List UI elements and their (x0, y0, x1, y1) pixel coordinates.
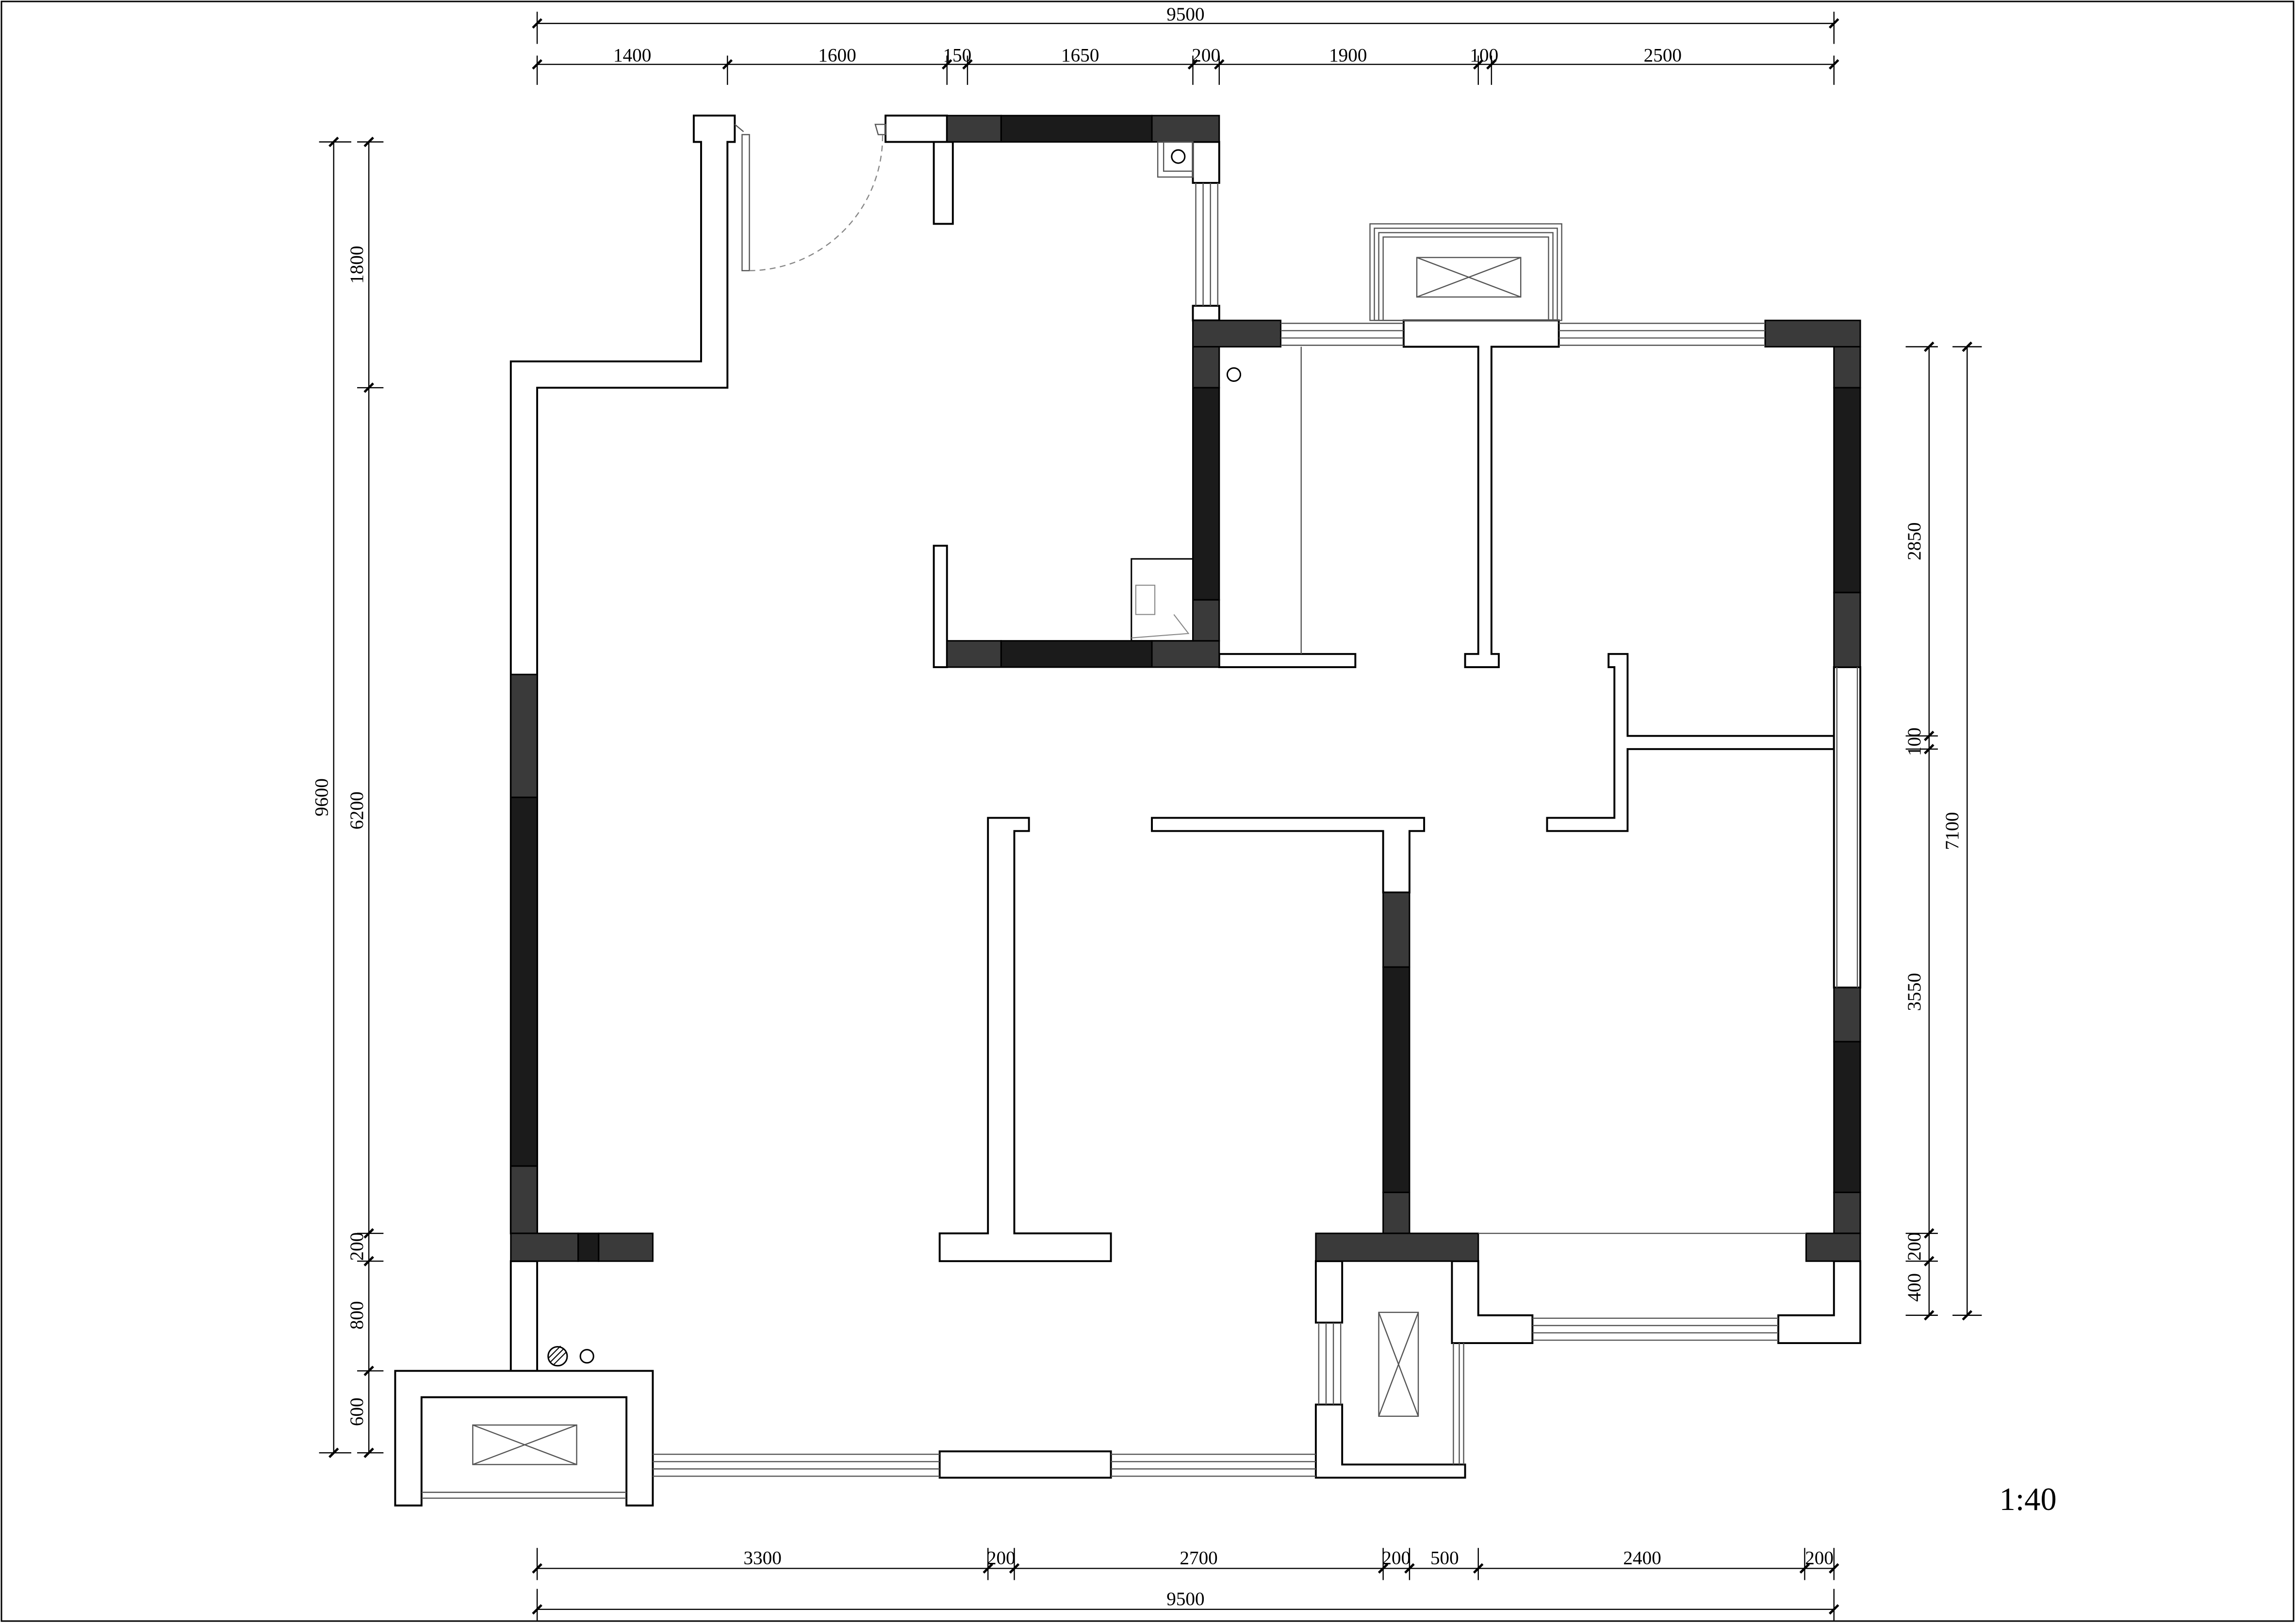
wall-bay-right-2 (1777, 1260, 1862, 1345)
wall-bay-middle (1314, 1260, 1344, 1324)
floor-drain (547, 1346, 568, 1367)
dim-top-5: 200 (1192, 45, 1220, 66)
dimension-labels-right: 2850 100 3550 200 400 7100 (1904, 522, 1963, 1301)
wall-entry-post (933, 141, 954, 225)
entry-door-leaf (741, 134, 750, 272)
dim-left-3: 200 (346, 1232, 367, 1261)
dim-top-1: 1400 (613, 45, 651, 66)
wall-entry-left (509, 115, 736, 1234)
dim-bottom-1: 3300 (743, 1547, 781, 1568)
wall-kitchen-stub (1192, 305, 1220, 322)
load-bearing-walls (510, 115, 1861, 1262)
pipe-shaft-kitchen (1157, 141, 1194, 178)
wall-window-pier (938, 1450, 1112, 1479)
wall-bedroom-1 (1546, 653, 1835, 832)
wall-balcony-left (394, 1370, 654, 1507)
dim-right-1: 2850 (1904, 522, 1925, 560)
dim-left-5: 600 (346, 1397, 367, 1426)
pipe-balcony (579, 1349, 594, 1364)
dim-top-7: 100 (1470, 45, 1498, 66)
windows (421, 182, 1858, 1499)
wall-right-mid (1833, 666, 1862, 989)
dimension-ticks (328, 18, 1973, 1615)
dimension-labels-top: 9500 1400 1600 150 1650 200 1900 100 250… (613, 4, 1682, 66)
dim-top-2: 1600 (818, 45, 856, 66)
dim-top-6: 1900 (1329, 45, 1367, 66)
wall-bay-right (1451, 1260, 1534, 1345)
dim-bottom-4: 200 (1382, 1547, 1410, 1568)
wall-kitchen-column (1192, 141, 1220, 184)
dim-bottom-5: 500 (1430, 1547, 1459, 1568)
dim-top-4: 1650 (1061, 45, 1099, 66)
fixtures (547, 124, 1302, 1367)
dim-top-8: 2500 (1644, 45, 1682, 66)
dim-top-total: 9500 (1166, 4, 1204, 25)
wall-bath-partition (1218, 653, 1357, 668)
kitchen-shaft (1131, 558, 1194, 642)
dim-left-4: 800 (346, 1301, 367, 1329)
dim-bottom-7: 200 (1805, 1547, 1834, 1568)
dim-right-4: 200 (1904, 1232, 1925, 1261)
dimension-labels-bottom: 3300 200 2700 200 500 2400 200 9500 (743, 1547, 1834, 1609)
wall-t-top (1402, 319, 1560, 668)
pipe-kitchen (1171, 149, 1186, 164)
dim-right-5: 400 (1904, 1273, 1925, 1302)
dim-top-3: 150 (943, 45, 971, 66)
dim-left-2: 6200 (346, 791, 367, 829)
ac-unit-left (472, 1424, 577, 1465)
dim-bottom-total: 9500 (1166, 1589, 1204, 1609)
dim-right-total: 7100 (1942, 812, 1963, 850)
dimension-labels-left: 9600 1800 6200 200 800 600 (311, 246, 367, 1427)
dim-right-2: 100 (1904, 727, 1925, 756)
wall-bedroom-2-top (1151, 817, 1426, 894)
wall-entry-header (885, 115, 948, 143)
ac-unit-bay (1378, 1312, 1419, 1417)
ac-platform-top (1369, 223, 1562, 321)
walls (394, 115, 1862, 1507)
wall-kitchen-post (933, 544, 948, 668)
dim-right-3: 3550 (1904, 973, 1925, 1011)
dim-bottom-2: 200 (987, 1547, 1016, 1568)
scale-label: 1:40 (2000, 1482, 2057, 1517)
dim-bottom-3: 2700 (1180, 1547, 1217, 1568)
wall-bay-middle-2 (1314, 1403, 1466, 1479)
dim-left-1: 1800 (346, 246, 367, 284)
dim-bottom-6: 2400 (1623, 1547, 1661, 1568)
wall-left-stub (509, 1260, 539, 1372)
entry-door-swing (749, 134, 884, 272)
wall-corridor-t (938, 817, 1112, 1263)
pipe-bathroom (1226, 367, 1242, 382)
dim-left-total: 9600 (311, 778, 332, 816)
